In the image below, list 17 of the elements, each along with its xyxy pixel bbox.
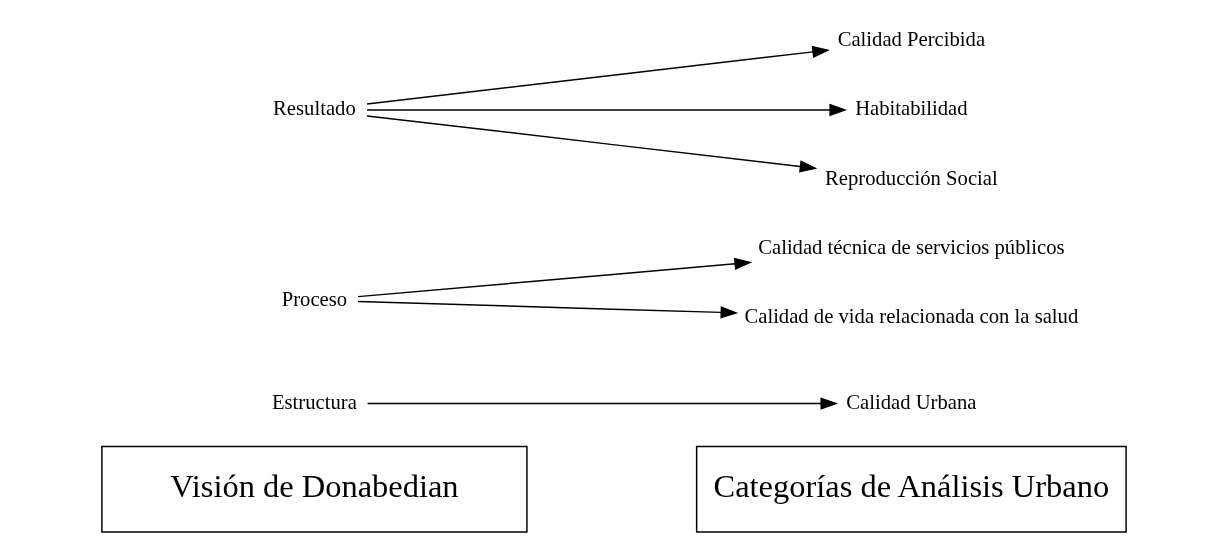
node-text: Calidad Urbana bbox=[846, 391, 977, 414]
arrow bbox=[357, 257, 753, 298]
arrow bbox=[366, 115, 818, 173]
arrow bbox=[366, 397, 839, 410]
node-text: Resultado bbox=[273, 97, 356, 120]
node-text: Estructura bbox=[271, 391, 357, 414]
node-text: Reproducción Social bbox=[825, 166, 998, 189]
arrow bbox=[357, 300, 739, 319]
node-text: Calidad técnica de servicios públicos bbox=[758, 236, 1065, 259]
node-text: Habitabilidad bbox=[855, 97, 968, 120]
node-box: Visión de Donabedian bbox=[101, 445, 528, 533]
arrow bbox=[366, 103, 848, 117]
node-text: Proceso bbox=[281, 287, 348, 310]
node-box: Categorías de Análisis Urbano bbox=[695, 445, 1127, 533]
arrow bbox=[366, 45, 830, 105]
node-text: Calidad de vida relacionada con la salud bbox=[744, 305, 1079, 328]
node-text: Calidad Percibida bbox=[837, 28, 986, 51]
